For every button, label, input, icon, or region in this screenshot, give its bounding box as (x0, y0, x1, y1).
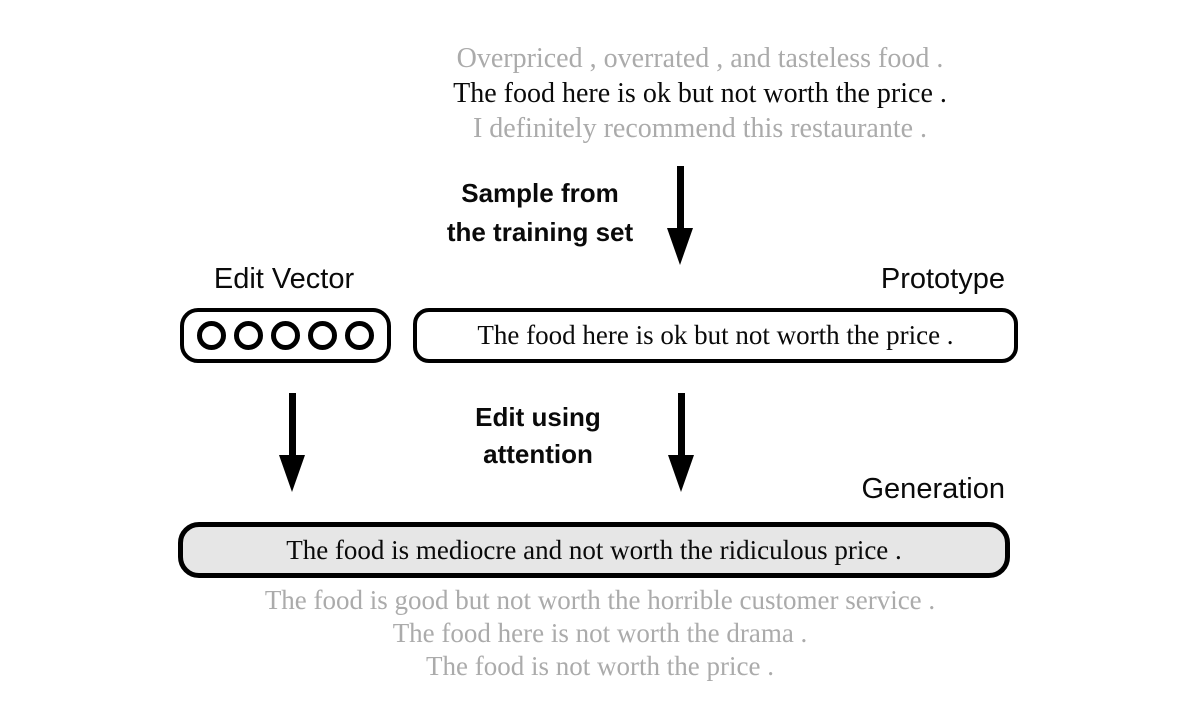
edit-using-attention-label: Edit using attention (388, 399, 688, 473)
arrow-shaft (288, 393, 296, 455)
sample-label-line2: the training set (446, 217, 634, 247)
arrow-head (668, 455, 694, 492)
alternative-generation: The food here is not worth the drama . (392, 618, 808, 648)
generation-box: The food is mediocre and not worth the r… (178, 522, 1010, 578)
prototype-label: Prototype (880, 263, 1005, 295)
edit-vector-node-icon (271, 321, 300, 350)
edit-label-line2: attention (483, 439, 593, 469)
edit-vector-box (180, 308, 391, 363)
down-arrow-icon (278, 393, 306, 492)
training-sample-selected: The food here is ok but not worth the pr… (453, 78, 947, 109)
down-arrow-icon (667, 393, 695, 492)
training-sample-above: Overpriced , overrated , and tasteless f… (456, 43, 944, 74)
sample-label-line1: Sample from (461, 178, 619, 208)
edit-vector-node-icon (308, 321, 337, 350)
prototype-box: The food here is ok but not worth the pr… (413, 308, 1018, 363)
arrow-shaft (677, 393, 685, 455)
alternative-generation: The food is good but not worth the horri… (264, 585, 936, 615)
alternative-generations-list: The food is good but not worth the horri… (0, 584, 1200, 683)
training-samples-list: Overpriced , overrated , and tasteless f… (200, 41, 1200, 146)
training-sample-below: I definitely recommend this restaurante … (472, 113, 928, 144)
down-arrow-icon (666, 166, 694, 265)
arrow-head (667, 228, 693, 265)
sample-from-training-set-label: Sample from the training set (380, 174, 700, 252)
edit-label-line1: Edit using (475, 402, 601, 432)
arrow-head (279, 455, 305, 492)
arrow-shaft (676, 166, 684, 228)
alternative-generation: The food is not worth the price . (426, 651, 774, 681)
edit-vector-node-icon (197, 321, 226, 350)
prototype-text: The food here is ok but not worth the pr… (477, 320, 954, 350)
edit-vector-node-icon (345, 321, 374, 350)
edit-vector-label: Edit Vector (213, 263, 355, 295)
generation-label: Generation (861, 473, 1006, 505)
generation-text: The food is mediocre and not worth the r… (286, 534, 902, 565)
edit-vector-node-icon (234, 321, 263, 350)
